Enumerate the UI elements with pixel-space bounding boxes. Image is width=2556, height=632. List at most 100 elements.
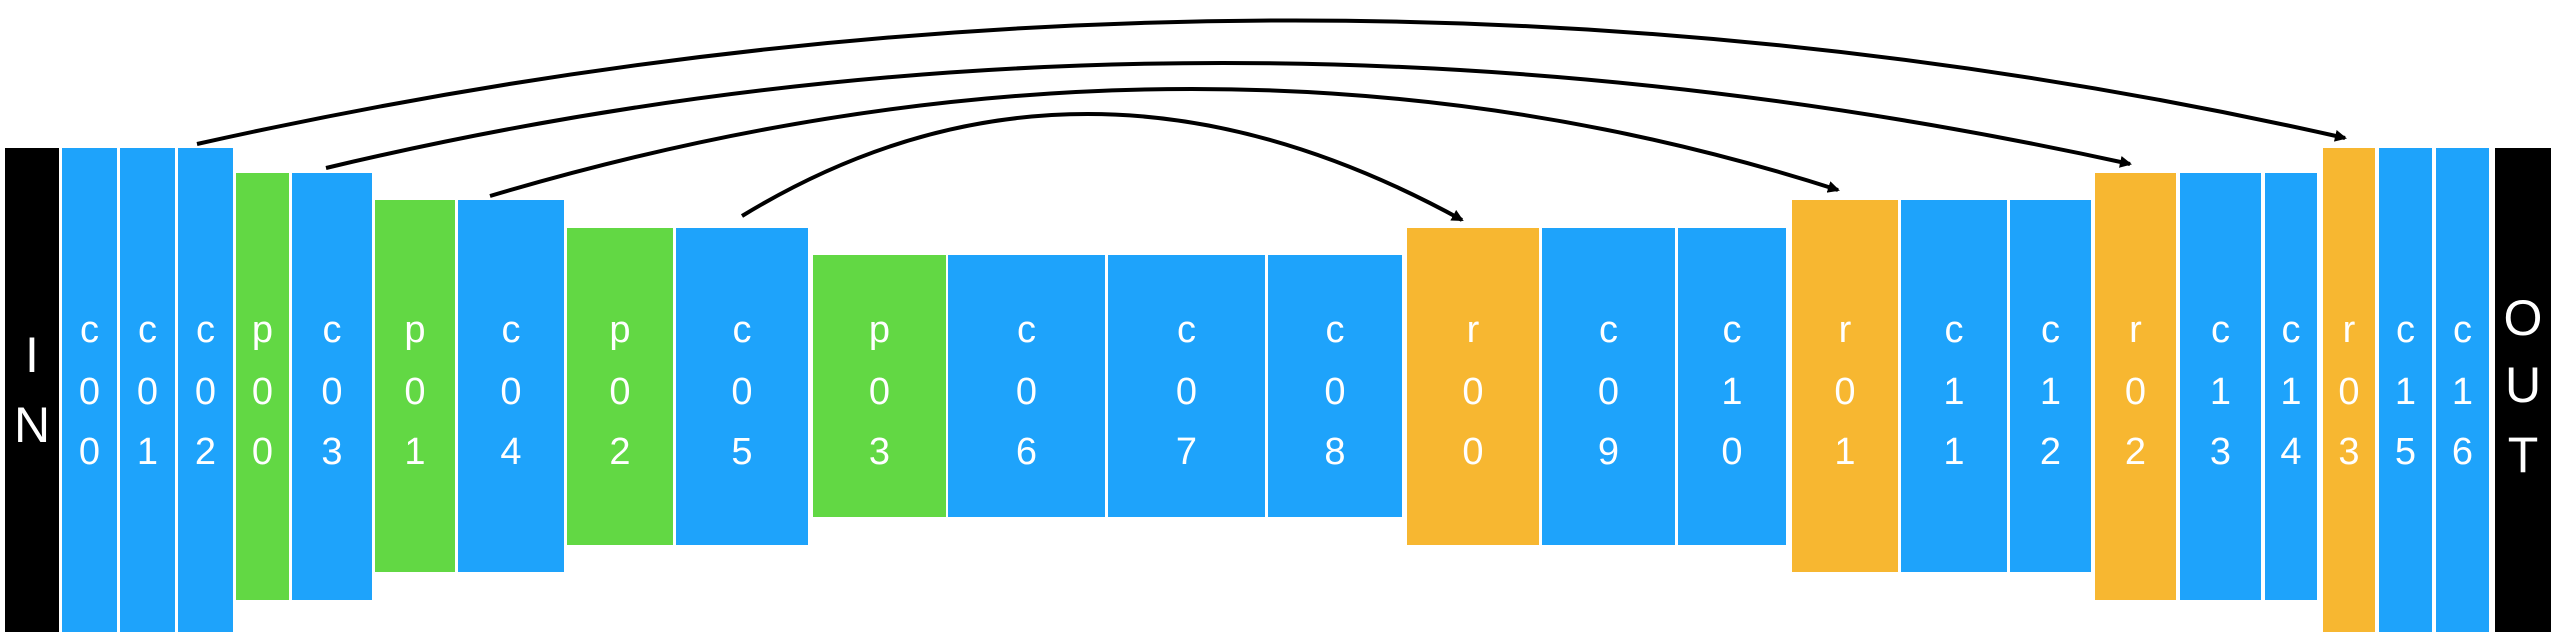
block-p01-char-1: 0 — [404, 371, 426, 413]
block-c05-char-1: 0 — [731, 371, 753, 413]
block-r00-char-1: 0 — [1462, 371, 1484, 413]
block-p00-char-2: 0 — [251, 431, 274, 473]
block-c09: c 0 9 — [1542, 228, 1675, 545]
block-c05-char-2: 5 — [731, 431, 753, 473]
block-c08-char-2: 8 — [1324, 431, 1346, 473]
block-c15-char-1: 1 — [2394, 371, 2417, 413]
block-c08: c 0 8 — [1268, 255, 1402, 517]
block-c08-char-0: c — [1325, 309, 1345, 351]
skip-arrow-c03-to-r02 — [325, 61, 2132, 170]
block-r02: r 0 2 — [2095, 173, 2176, 600]
block-r00-char-2: 0 — [1462, 431, 1484, 473]
block-r01-char-0: r — [1838, 309, 1852, 351]
block-c12-char-2: 2 — [2039, 431, 2062, 473]
block-c06-char-2: 6 — [1015, 431, 1038, 473]
block-c12: c 1 2 — [2010, 200, 2091, 572]
block-c00-char-1: 0 — [78, 371, 101, 413]
block-r01-char-2: 1 — [1834, 431, 1856, 473]
block-c11-char-2: 1 — [1943, 431, 1965, 473]
block-c06: c 0 6 — [948, 255, 1105, 517]
block-p01-char-0: p — [404, 309, 426, 351]
block-c03: c 0 3 — [292, 173, 372, 600]
block-c13-char-2: 3 — [2209, 431, 2232, 473]
block-c00: c 0 0 — [62, 148, 117, 632]
block-c08-char-1: 0 — [1324, 371, 1346, 413]
block-c15: c 1 5 — [2379, 148, 2432, 632]
block-r03-char-2: 3 — [2338, 431, 2360, 473]
block-c11-char-0: c — [1944, 309, 1964, 351]
block-c04-char-0: c — [501, 309, 521, 351]
skip-arrow-c02-to-r03 — [196, 18, 2347, 146]
block-c15-char-2: 5 — [2394, 431, 2417, 473]
block-p03: p 0 3 — [813, 255, 946, 517]
block-p02-char-0: p — [609, 309, 631, 351]
block-c07-char-2: 7 — [1175, 431, 1198, 473]
block-c16-char-2: 6 — [2451, 431, 2474, 473]
block-c10-char-0: c — [1722, 309, 1742, 351]
block-r00: r 0 0 — [1407, 228, 1539, 545]
block-c10-char-1: 1 — [1721, 371, 1743, 413]
block-c00-char-2: 0 — [78, 431, 101, 473]
block-r01: r 0 1 — [1792, 200, 1898, 572]
block-r01-char-1: 0 — [1834, 371, 1856, 413]
block-c05-char-0: c — [732, 309, 752, 351]
block-r03-char-0: r — [2342, 309, 2356, 351]
block-c02-char-2: 2 — [194, 431, 217, 473]
block-c13-char-1: 1 — [2209, 371, 2232, 413]
block-c04: c 0 4 — [458, 200, 564, 572]
block-c13-char-0: c — [2211, 309, 2230, 351]
block-c04-char-1: 0 — [500, 371, 522, 413]
skip-arrow-c05-to-r00 — [740, 112, 1464, 222]
block-c09-char-0: c — [1599, 309, 1618, 351]
block-r02-char-2: 2 — [2124, 431, 2147, 473]
block-c15-char-0: c — [2396, 309, 2415, 351]
block-c14-char-2: 4 — [2280, 431, 2302, 473]
block-c11: c 1 1 — [1901, 200, 2007, 572]
block-p02-char-1: 0 — [609, 371, 631, 413]
block-c13: c 1 3 — [2180, 173, 2261, 600]
block-c12-char-1: 1 — [2039, 371, 2062, 413]
block-p03-char-1: 0 — [868, 371, 891, 413]
block-c03-char-1: 0 — [321, 371, 343, 413]
block-c01-char-1: 0 — [136, 371, 159, 413]
block-c16-char-0: c — [2453, 309, 2472, 351]
block-c10: c 1 0 — [1678, 228, 1786, 545]
block-c02-char-0: c — [196, 309, 215, 351]
block-c03-char-0: c — [322, 309, 342, 351]
block-in-char-1: N — [13, 397, 51, 453]
block-c12-char-0: c — [2041, 309, 2060, 351]
block-p03-char-2: 3 — [868, 431, 891, 473]
block-p01-char-2: 1 — [404, 431, 426, 473]
block-c07-char-1: 0 — [1175, 371, 1198, 413]
block-c06-char-0: c — [1017, 309, 1036, 351]
block-out-char-2: T — [2507, 427, 2539, 483]
block-c10-char-2: 0 — [1721, 431, 1743, 473]
block-r02-char-1: 0 — [2124, 371, 2147, 413]
skip-arrow-c04-to-r01 — [489, 87, 1840, 198]
block-c14-char-0: c — [2281, 309, 2301, 351]
block-r00-char-0: r — [1466, 309, 1480, 351]
block-c04-char-2: 4 — [500, 431, 522, 473]
block-in-char-0: I — [25, 327, 39, 383]
block-c00-char-0: c — [80, 309, 99, 351]
block-r02-char-0: r — [2129, 309, 2142, 351]
block-c09-char-1: 0 — [1597, 371, 1620, 413]
block-c09-char-2: 9 — [1597, 431, 1620, 473]
block-p03-char-0: p — [868, 309, 891, 351]
block-c03-char-2: 3 — [321, 431, 343, 473]
block-c06-char-1: 0 — [1015, 371, 1038, 413]
block-c01-char-0: c — [138, 309, 157, 351]
block-out-char-0: O — [2503, 290, 2543, 346]
block-c11-char-1: 1 — [1943, 371, 1965, 413]
block-p01: p 0 1 — [375, 200, 455, 572]
